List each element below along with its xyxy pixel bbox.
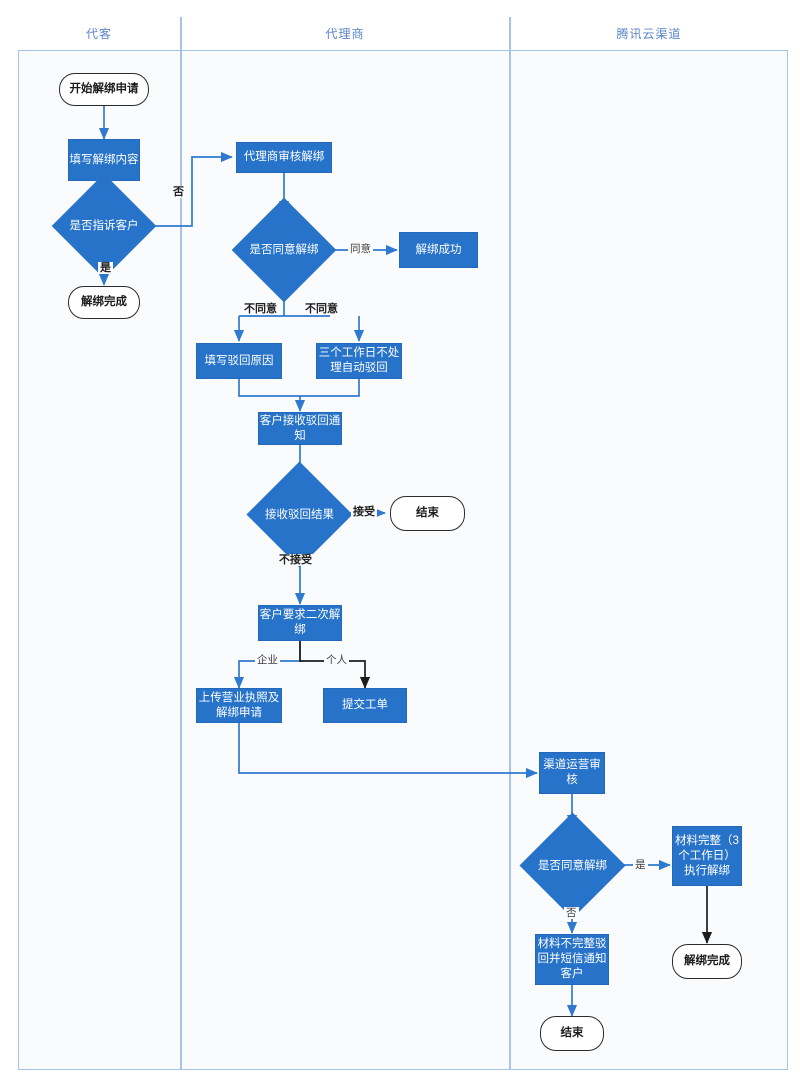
edge-label-disagree-left: 不同意 — [242, 303, 279, 315]
swimlane-header-row — [18, 17, 788, 51]
node-material-bad[interactable]: 材料不完整驳回并短信通知客户 — [535, 934, 609, 985]
node-agree-unbind2[interactable]: 是否同意解绑 — [519, 812, 626, 919]
edge-label-yes-complaint: 是 — [98, 262, 113, 274]
edge-label-disagree-right: 不同意 — [303, 303, 340, 315]
node-upload-license[interactable]: 上传营业执照及解绑申请 — [196, 688, 282, 723]
node-fill-reject[interactable]: 填写驳回原因 — [196, 343, 282, 379]
node-unbind-success[interactable]: 解绑成功 — [399, 232, 478, 268]
edge-label-yes-right: 是 — [633, 859, 648, 871]
node-start-apply[interactable]: 开始解绑申请 — [59, 73, 149, 106]
node-cust-receive[interactable]: 客户接收驳回通知 — [258, 412, 342, 445]
node-is-complaint-label: 是否指诉客户 — [69, 220, 139, 232]
lane-divider-2 — [509, 17, 511, 1070]
node-agree-unbind2-label: 是否同意解绑 — [538, 859, 607, 872]
node-auto-reject[interactable]: 三个工作日不处理自动驳回 — [316, 343, 402, 379]
node-end-mid[interactable]: 结束 — [390, 496, 465, 531]
edge-label-agree: 同意 — [348, 243, 373, 255]
node-submit-ticket[interactable]: 提交工单 — [323, 688, 407, 723]
node-unbind-done-right[interactable]: 解绑完成 — [672, 944, 742, 979]
node-is-complaint[interactable]: 是否指诉客户 — [51, 173, 157, 279]
lane-title-agent: 代理商 — [325, 27, 365, 41]
edge-label-no-right: 否 — [564, 907, 579, 919]
node-receive-result[interactable]: 接收驳回结果 — [246, 461, 353, 568]
edge-label-accept: 接受 — [351, 506, 377, 518]
node-agent-review[interactable]: 代理商审核解绑 — [236, 142, 332, 173]
node-agree-unbind[interactable]: 是否同意解绑 — [231, 197, 337, 303]
lane-title-customer: 代客 — [85, 27, 112, 41]
edge-label-not-accept: 不接受 — [277, 554, 314, 566]
edge-label-no-complaint: 否 — [171, 186, 186, 198]
lane-title-tencent: 腾讯云渠道 — [616, 27, 682, 41]
node-unbind-done-left[interactable]: 解绑完成 — [68, 286, 140, 319]
node-end-right[interactable]: 结束 — [540, 1016, 604, 1051]
node-channel-review[interactable]: 渠道运营审核 — [539, 752, 605, 794]
node-second-unbind[interactable]: 客户要求二次解绑 — [258, 605, 342, 641]
node-agree-unbind-label: 是否同意解绑 — [249, 244, 319, 256]
edge-label-enterprise: 企业 — [255, 654, 280, 666]
lane-divider-1 — [180, 17, 182, 1070]
edge-label-personal: 个人 — [324, 654, 349, 666]
node-material-ok[interactable]: 材料完整（3个工作日）执行解绑 — [672, 826, 742, 886]
node-receive-result-label: 接收驳回结果 — [265, 508, 334, 521]
